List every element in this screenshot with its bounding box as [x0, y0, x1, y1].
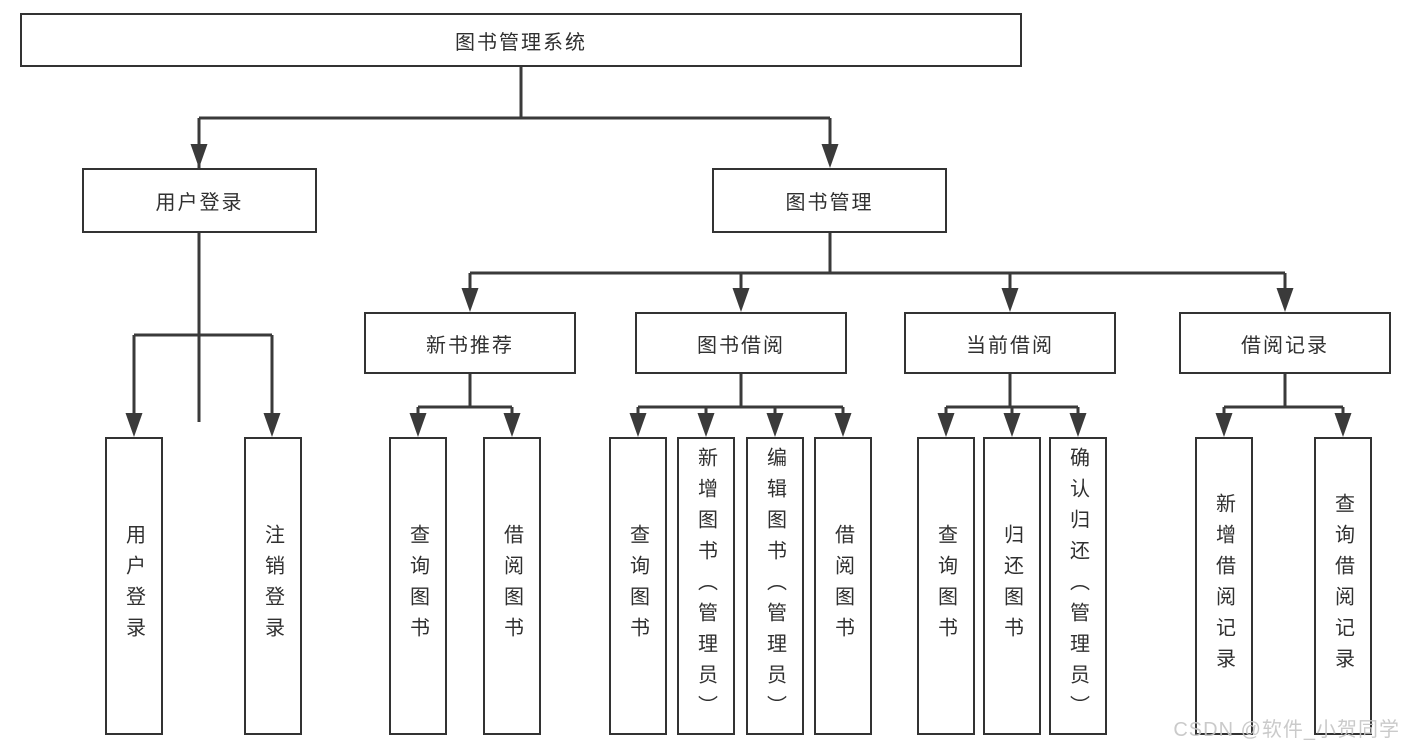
- node-book-borrow: 图书借阅: [635, 312, 847, 374]
- connector-root-arrows: [190, 118, 839, 168]
- leaf-query-books-recommend: 查询图书: [389, 437, 447, 735]
- connector-borrow-records-subtree: [1215, 374, 1352, 437]
- leaf-edit-books-admin: 编辑图书（管理员）: [746, 437, 804, 735]
- leaf-query-books-borrow-label: 查询图书: [626, 524, 649, 648]
- leaf-borrow-books-recommend: 借阅图书: [483, 437, 541, 735]
- node-book-management-label: 图书管理: [785, 192, 874, 214]
- leaf-return-books-label: 归还图书: [1000, 524, 1023, 648]
- leaf-query-books-current: 查询图书: [917, 437, 975, 735]
- leaf-confirm-return-admin: 确认归还（管理员）: [1049, 437, 1107, 735]
- leaf-add-books-admin: 新增图书（管理员）: [677, 437, 735, 735]
- leaf-add-books-admin-label: 新增图书（管理员）: [694, 446, 717, 726]
- node-current-borrow: 当前借阅: [904, 312, 1116, 374]
- node-new-book-recommend: 新书推荐: [364, 312, 576, 374]
- watermark: CSDN @软件_小贺同学: [1173, 719, 1400, 741]
- leaf-edit-books-admin-label: 编辑图书（管理员）: [763, 446, 786, 726]
- leaf-confirm-return-admin-label: 确认归还（管理员）: [1066, 446, 1089, 726]
- leaf-query-books-recommend-label: 查询图书: [406, 524, 429, 648]
- node-root-system: 图书管理系统: [20, 13, 1022, 67]
- leaf-add-borrow-record: 新增借阅记录: [1195, 437, 1253, 735]
- connector-root-to-level2: [197, 67, 832, 422]
- leaf-user-login: 用户登录: [105, 437, 163, 735]
- connector-book-borrow-subtree: [629, 374, 852, 437]
- node-book-management: 图书管理: [712, 168, 947, 233]
- leaf-return-books: 归还图书: [983, 437, 1041, 735]
- node-user-login: 用户登录: [82, 168, 317, 233]
- leaf-borrow-books-label: 借阅图书: [831, 524, 854, 648]
- connector-book-mgmt-to-level3: [461, 233, 1294, 312]
- leaf-user-login-label: 用户登录: [122, 524, 145, 648]
- leaf-logout-label: 注销登录: [261, 524, 284, 648]
- leaf-add-borrow-record-label: 新增借阅记录: [1212, 493, 1235, 679]
- node-borrow-records-label: 借阅记录: [1241, 334, 1329, 357]
- leaf-query-books-borrow: 查询图书: [609, 437, 667, 735]
- leaf-logout: 注销登录: [244, 437, 302, 735]
- connector-current-borrow-subtree: [937, 374, 1087, 437]
- leaf-query-borrow-record: 查询借阅记录: [1314, 437, 1372, 735]
- node-book-borrow-label: 图书借阅: [697, 334, 785, 357]
- node-root-system-label: 图书管理系统: [455, 31, 587, 54]
- node-new-book-recommend-label: 新书推荐: [426, 334, 514, 357]
- node-borrow-records: 借阅记录: [1179, 312, 1391, 374]
- leaf-borrow-books: 借阅图书: [814, 437, 872, 735]
- leaf-borrow-books-recommend-label: 借阅图书: [500, 524, 523, 648]
- connector-user-login-subtree: [125, 233, 281, 437]
- connector-new-book-subtree: [409, 374, 521, 437]
- node-user-login-label: 用户登录: [155, 192, 244, 214]
- leaf-query-borrow-record-label: 查询借阅记录: [1331, 493, 1354, 679]
- leaf-query-books-current-label: 查询图书: [934, 524, 957, 648]
- node-current-borrow-label: 当前借阅: [966, 334, 1054, 357]
